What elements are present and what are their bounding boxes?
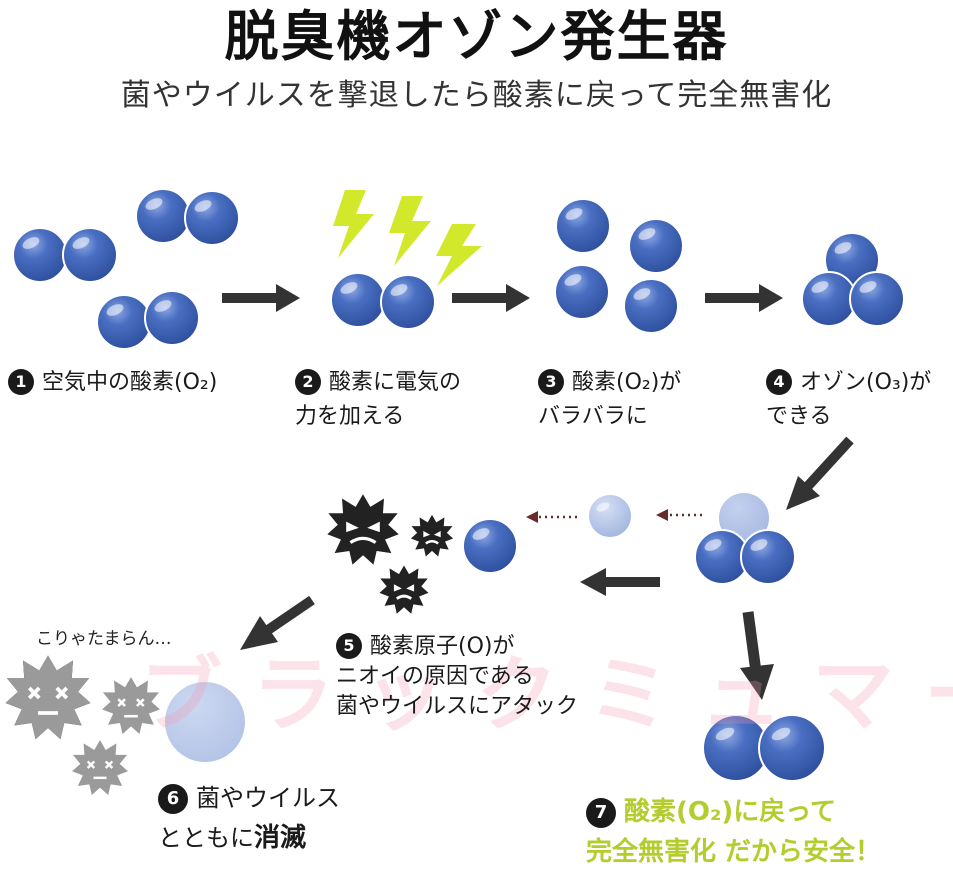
step-number-badge: 6 bbox=[158, 784, 188, 814]
step-number-badge: 3 bbox=[538, 369, 564, 395]
o2-molecule-energized bbox=[330, 272, 436, 330]
flow-arrow-4 bbox=[786, 436, 854, 510]
watermark: ブラックミュマー bbox=[140, 648, 953, 743]
flow-arrow-1 bbox=[222, 284, 300, 312]
dotted-arrow-1 bbox=[656, 509, 702, 521]
dead-germ-icon-large bbox=[5, 655, 91, 740]
dead-germ-icon-medium bbox=[102, 677, 160, 735]
dead-germ-icon-small bbox=[72, 740, 128, 796]
oxygen-atom-faded bbox=[587, 493, 633, 539]
oxygen-atom-dissolving bbox=[165, 682, 245, 762]
step-number-badge: 5 bbox=[336, 633, 362, 659]
flow-arrow-5 bbox=[580, 568, 660, 596]
o2-molecule-1 bbox=[12, 227, 118, 283]
lightning-icon bbox=[333, 190, 482, 286]
oxygen-atoms-separated bbox=[554, 198, 684, 334]
germ-icon-small bbox=[410, 514, 454, 557]
flow-arrow-2 bbox=[452, 284, 530, 312]
flow-arrow-3 bbox=[705, 284, 783, 312]
step-number-badge: 2 bbox=[295, 369, 321, 395]
step-number-badge: 4 bbox=[766, 369, 792, 395]
dotted-arrow-2 bbox=[526, 511, 577, 523]
o3-releasing-atom bbox=[694, 491, 796, 585]
flow-arrow-7 bbox=[740, 611, 774, 700]
germ-icon-large bbox=[327, 494, 399, 565]
step-number-badge: 1 bbox=[8, 369, 34, 395]
page-title: 脱臭機オゾン発生器 bbox=[224, 5, 729, 68]
o3-molecule bbox=[801, 232, 905, 327]
germ-exclamation: こりゃたまらん… bbox=[36, 629, 172, 649]
flow-arrow-6 bbox=[240, 595, 315, 650]
step-number-badge: 7 bbox=[586, 798, 616, 828]
page-subtitle: 菌やウイルスを撃退したら酸素に戻って完全無害化 bbox=[120, 78, 833, 113]
o2-molecule-2 bbox=[135, 188, 240, 246]
oxygen-atom-attacking bbox=[462, 518, 518, 574]
germ-icon-medium bbox=[379, 565, 429, 614]
o2-molecule-restored bbox=[702, 714, 826, 782]
vanish-emphasis: 消滅 bbox=[254, 823, 307, 853]
o2-molecule-3 bbox=[96, 290, 200, 350]
